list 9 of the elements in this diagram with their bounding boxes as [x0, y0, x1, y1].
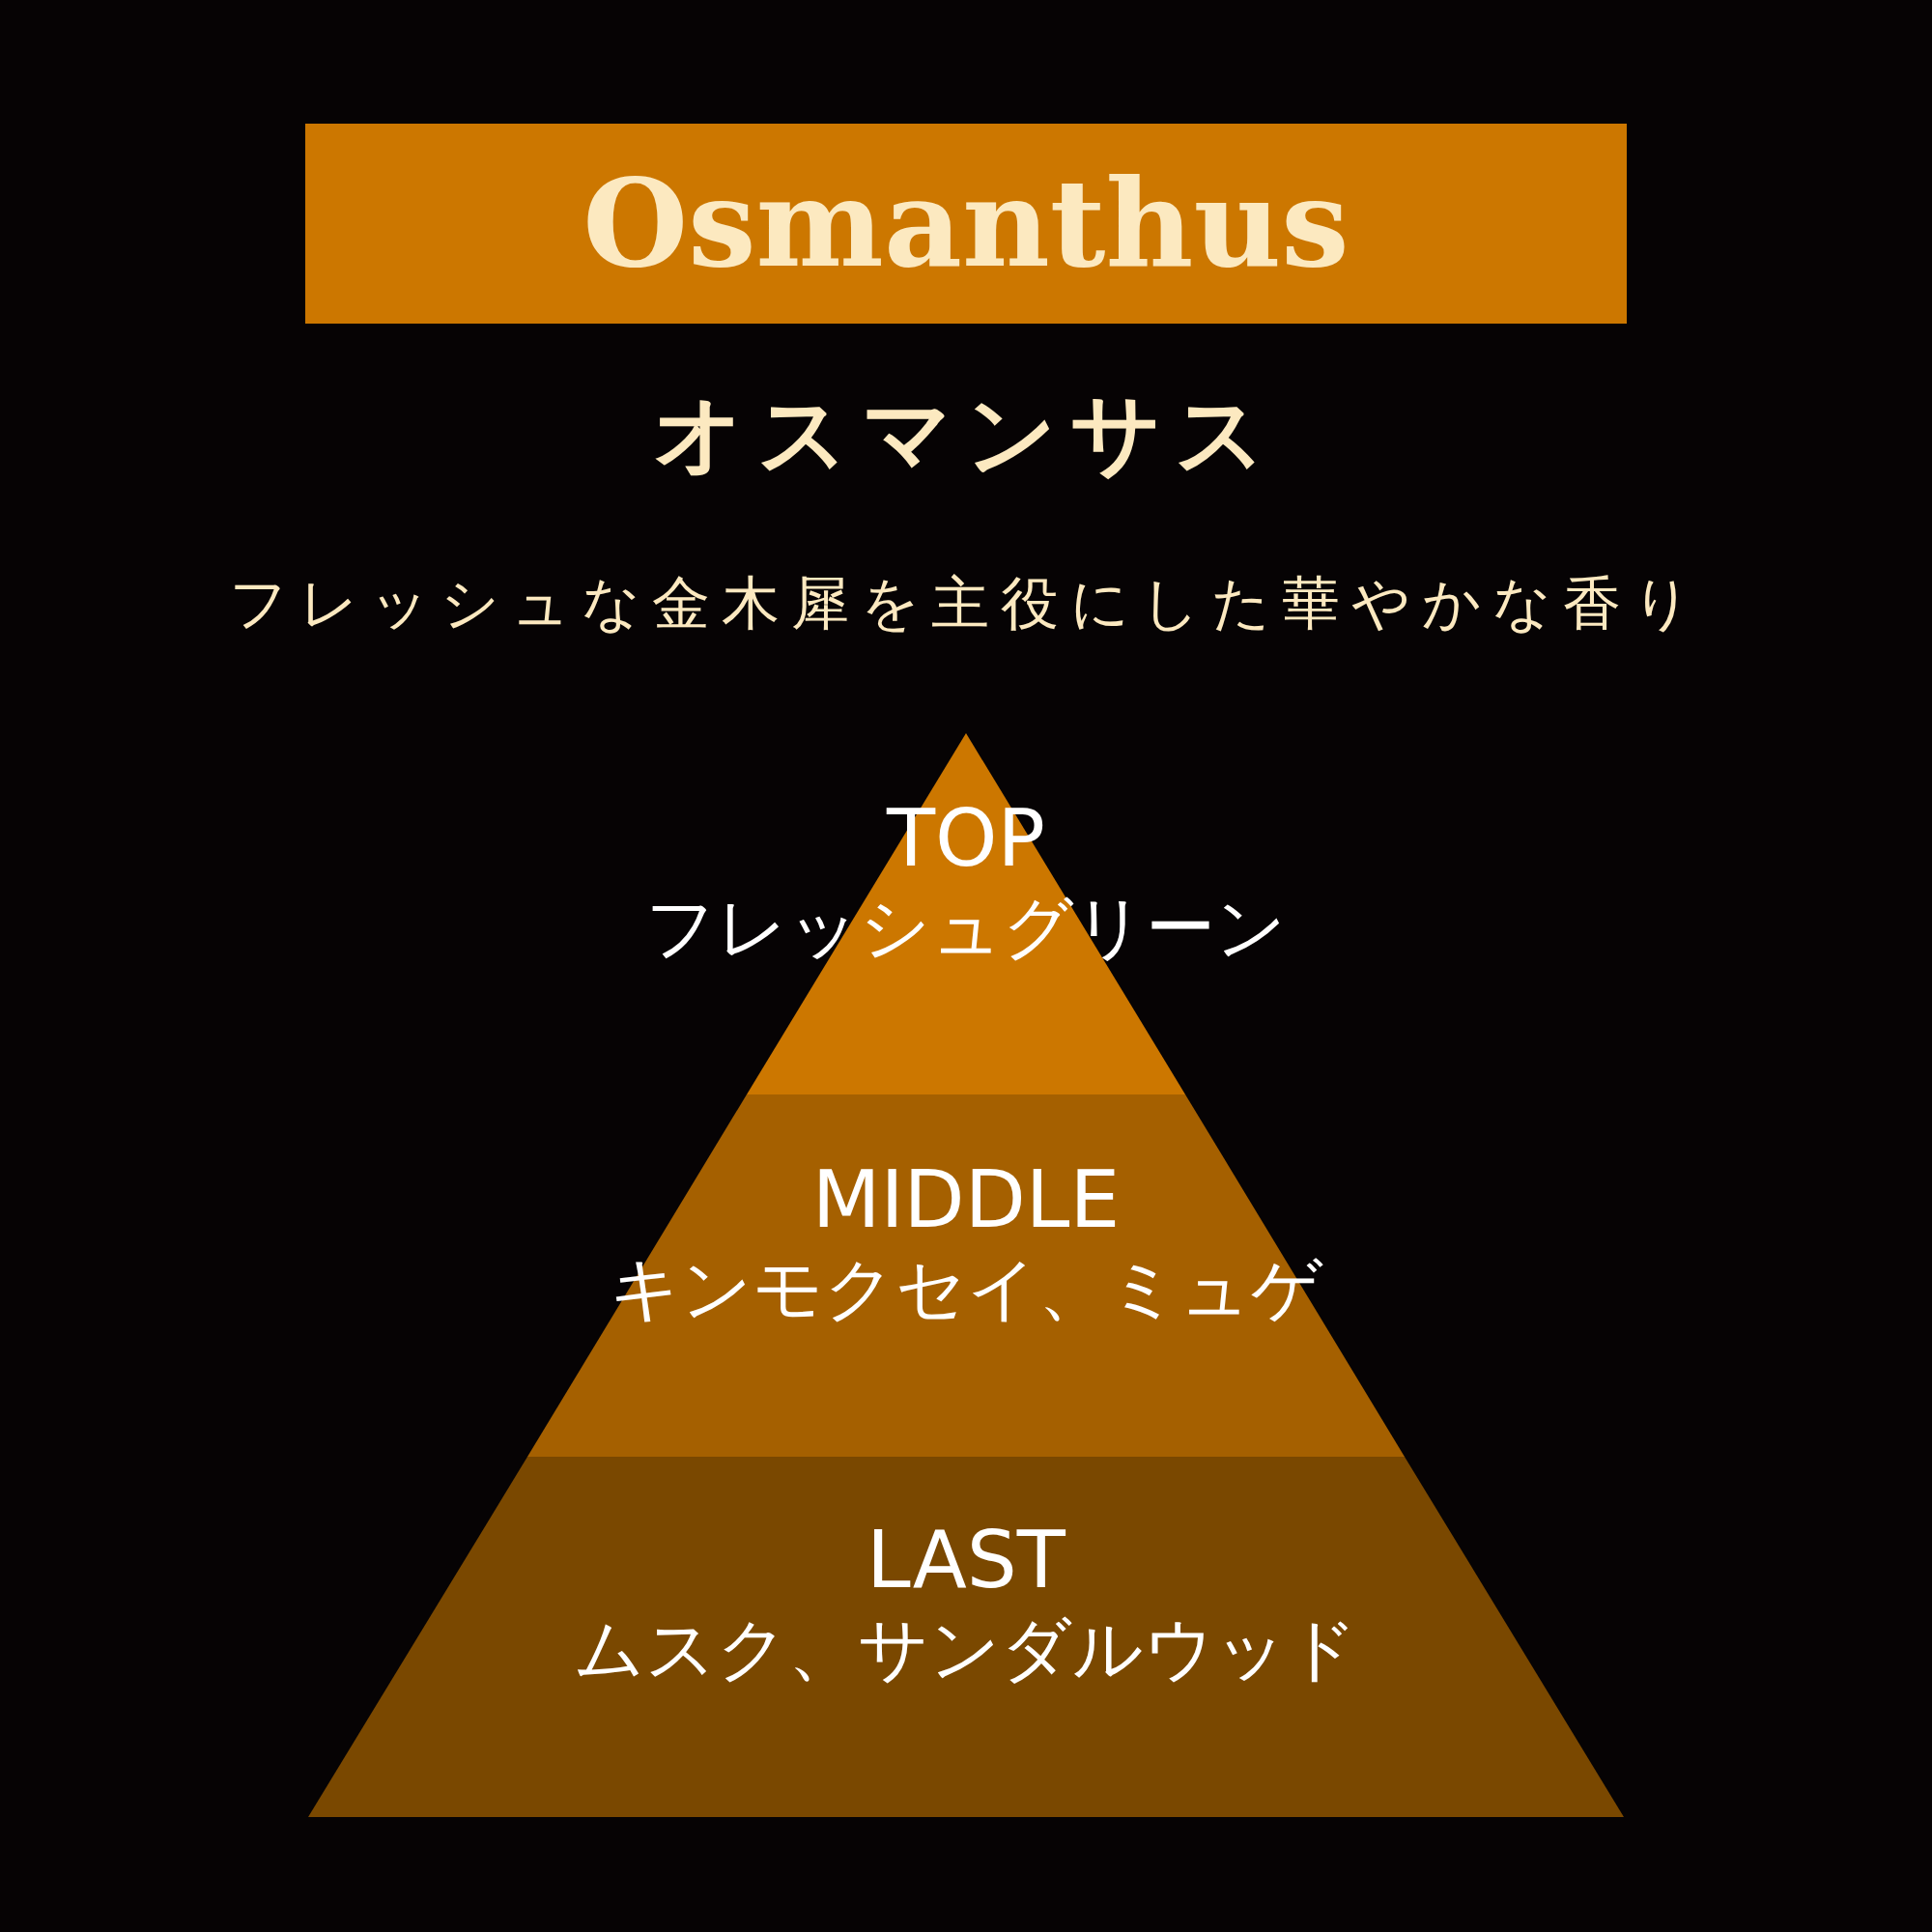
tier-heading: MIDDLE — [811, 1156, 1121, 1244]
subtitle: オスマンサス — [653, 382, 1279, 486]
tier-heading: LAST — [867, 1517, 1065, 1605]
tier-notes: ムスク、サンダルウッド — [574, 1611, 1358, 1689]
title-banner — [305, 124, 1627, 324]
title-text: Osmanthus — [582, 163, 1350, 284]
pyramid-tier — [308, 1457, 1624, 1817]
tier-notes: フレッシュグリーン — [645, 890, 1287, 967]
tagline: フレッシュな金木犀を主役にした華やかな香り — [229, 569, 1703, 637]
